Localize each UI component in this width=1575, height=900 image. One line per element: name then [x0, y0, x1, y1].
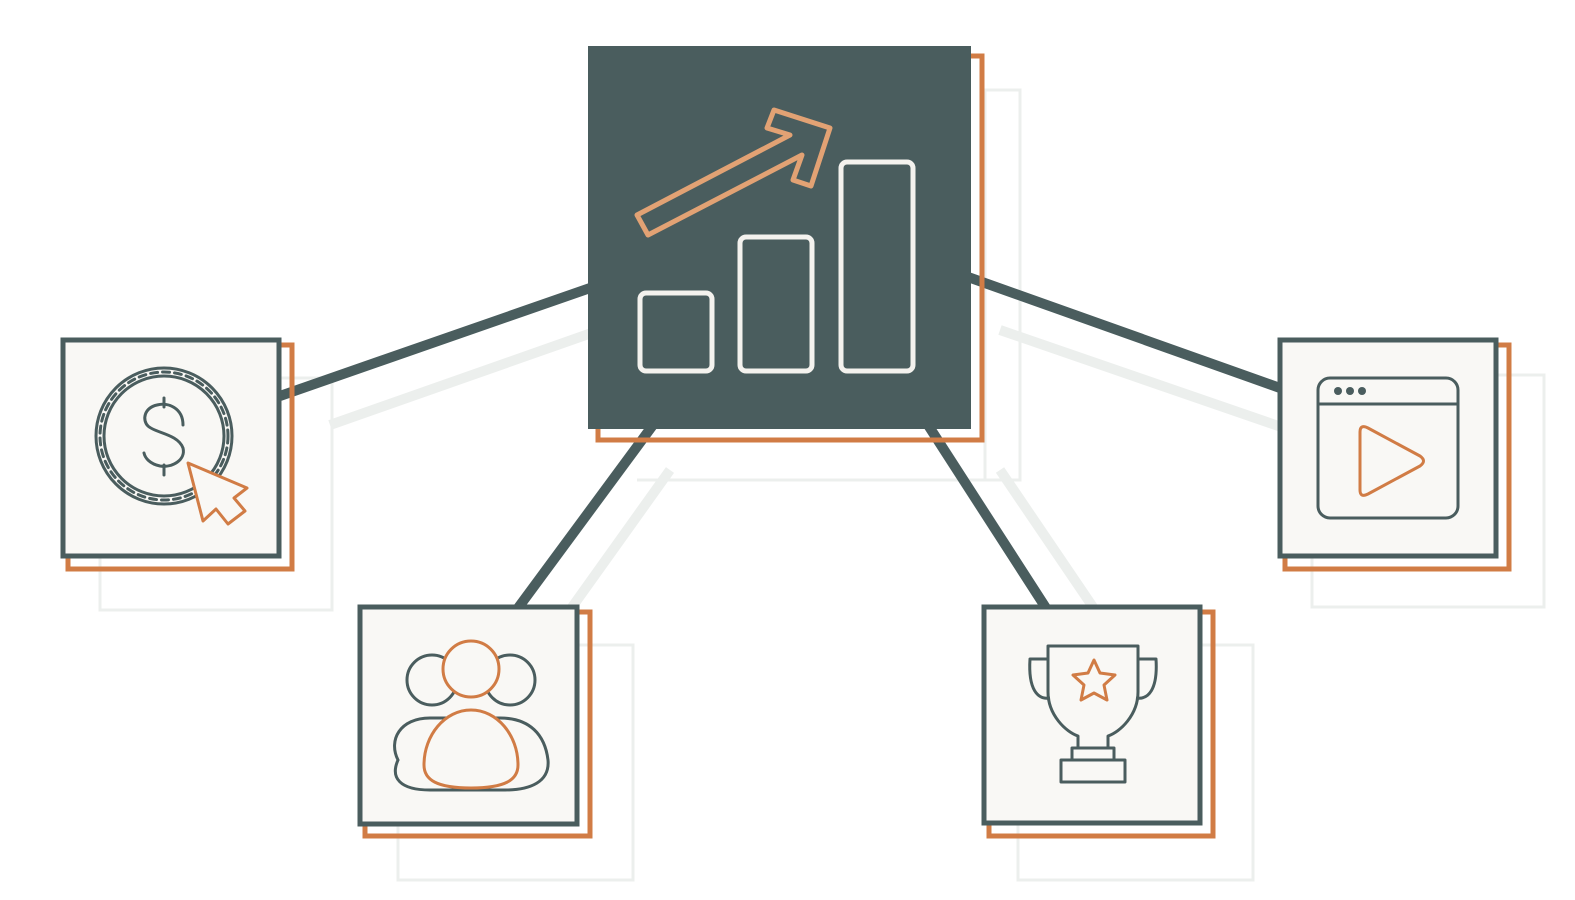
bar-chart-growth-arrow-icon: [634, 107, 916, 374]
dollar-coin-cursor-icon: [94, 366, 249, 526]
connectors: [278, 272, 1282, 611]
node-award: [981, 604, 1216, 839]
connector-award: [923, 422, 1051, 611]
trophy-star-icon: [1028, 644, 1158, 784]
connector-video: [966, 272, 1282, 393]
connector-audience: [513, 422, 658, 611]
browser-video-play-icon: [1316, 376, 1460, 520]
node-audience: [357, 604, 593, 839]
connector-coin: [278, 282, 595, 401]
user-group-icon: [393, 639, 550, 792]
node-video: [1277, 337, 1512, 572]
hub-growth-chart: [588, 46, 985, 443]
node-coin-click: [60, 337, 295, 572]
